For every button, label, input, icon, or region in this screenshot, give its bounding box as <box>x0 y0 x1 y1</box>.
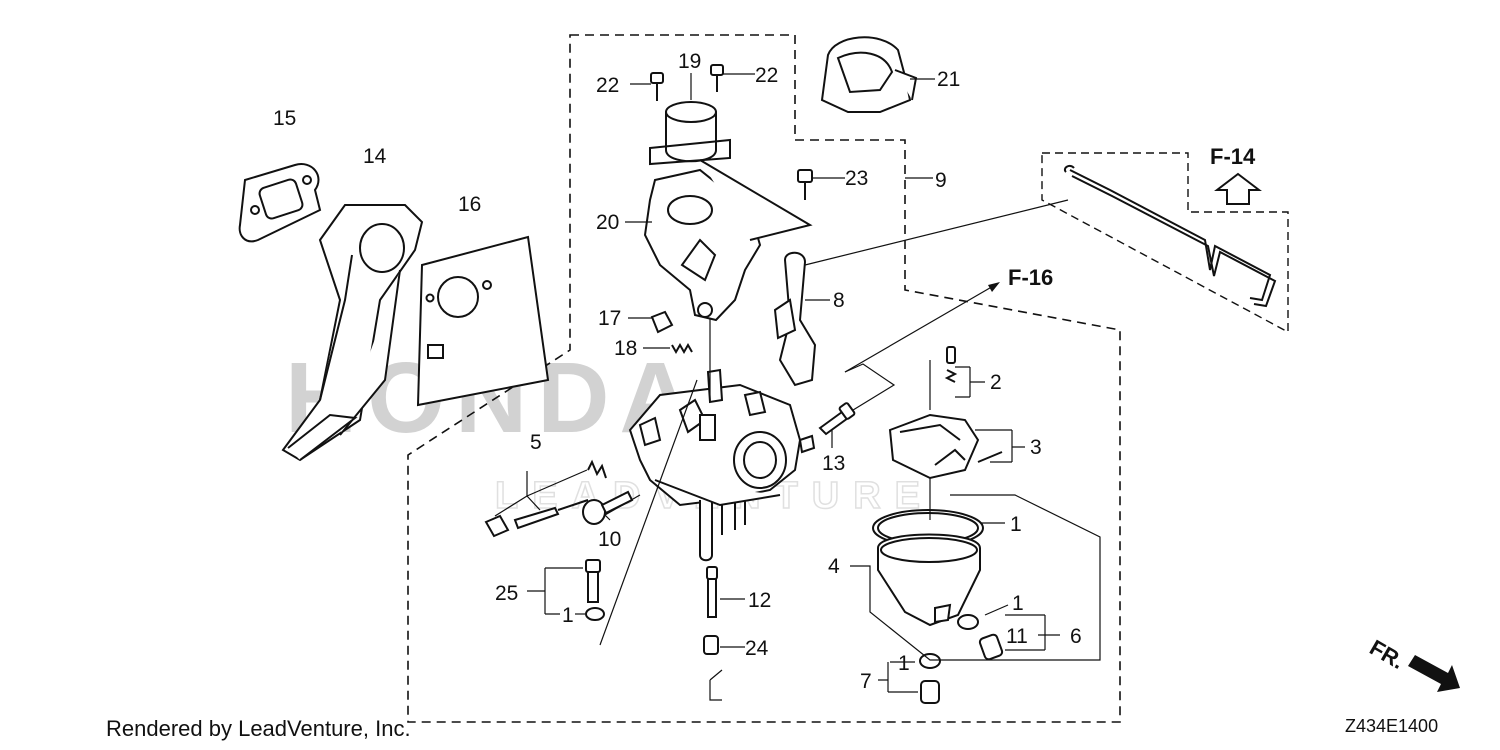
f14-dashed-box <box>1041 152 1289 334</box>
slow-jet-24 <box>703 635 719 655</box>
cover-21 <box>820 36 918 113</box>
f16-reference-label[interactable]: F-16 <box>1008 265 1053 290</box>
front-direction-marker: FR. <box>1366 635 1460 692</box>
callout-16[interactable]: 16 <box>458 193 481 216</box>
callout-1-bowl[interactable]: 1 <box>1012 592 1024 615</box>
callout-19[interactable]: 19 <box>678 50 701 73</box>
callout-12[interactable]: 12 <box>748 589 771 612</box>
main-jet-25 <box>585 559 601 603</box>
callout-21[interactable]: 21 <box>937 68 960 91</box>
screw-22-right <box>710 64 724 92</box>
callout-2[interactable]: 2 <box>990 371 1002 394</box>
leader-lines <box>494 73 1101 701</box>
callout-13[interactable]: 13 <box>822 452 845 475</box>
callout-15[interactable]: 15 <box>273 107 296 130</box>
callout-3[interactable]: 3 <box>1030 436 1042 459</box>
callout-17[interactable]: 17 <box>598 307 621 330</box>
screw-22-left <box>650 72 664 101</box>
up-arrow-icon <box>1214 172 1262 205</box>
front-arrow-icon <box>1408 655 1460 692</box>
callout-22-left[interactable]: 22 <box>596 74 619 97</box>
choke-bracket-20 <box>643 159 813 322</box>
float-3 <box>888 413 1003 480</box>
callout-9[interactable]: 9 <box>935 169 947 192</box>
callout-22-right[interactable]: 22 <box>755 64 778 87</box>
f14-reference-label[interactable]: F-14 <box>1210 144 1256 169</box>
callout-4[interactable]: 4 <box>828 555 840 578</box>
emulsion-tube-12 <box>706 566 718 618</box>
callout-6[interactable]: 6 <box>1070 625 1082 648</box>
diagram-code: Z434E1400 <box>1345 716 1439 736</box>
callout-24[interactable]: 24 <box>745 637 769 660</box>
spring-18 <box>671 342 693 355</box>
front-label: FR. <box>1366 635 1409 674</box>
gasket-16 <box>416 235 550 407</box>
air-cap-19 <box>649 101 731 166</box>
callout-8[interactable]: 8 <box>833 289 845 312</box>
washer-1-left <box>585 607 605 621</box>
f16-reference-group: F-16 <box>839 265 1053 419</box>
insulator-bracket-14 <box>281 204 424 462</box>
carburetor-body <box>628 368 816 562</box>
callout-18[interactable]: 18 <box>614 337 637 360</box>
gasket-15 <box>238 163 322 243</box>
callout-14[interactable]: 14 <box>363 145 387 168</box>
callout-1-gasket[interactable]: 1 <box>1010 513 1022 536</box>
callout-1-bolt[interactable]: 1 <box>898 652 910 675</box>
leader-line <box>804 199 1069 266</box>
callout-labels: 22 19 22 21 15 14 16 23 9 20 8 17 18 2 3… <box>273 50 1082 693</box>
choke-lever-8 <box>773 251 817 387</box>
callout-10[interactable]: 10 <box>598 528 621 551</box>
callout-23[interactable]: 23 <box>845 167 868 190</box>
float-bowl-4 <box>877 533 981 627</box>
drain-plug-6 <box>978 633 1004 661</box>
f14-reference-group: F-14 <box>804 144 1289 334</box>
callout-11[interactable]: 11 <box>1006 625 1028 648</box>
float-needle-2 <box>944 346 958 383</box>
governor-rod-part <box>1064 164 1277 308</box>
bolt-13 <box>818 402 856 436</box>
callout-25[interactable]: 25 <box>495 582 518 605</box>
callout-7[interactable]: 7 <box>860 670 872 693</box>
pilot-screw-5 <box>484 459 607 538</box>
drain-bolt-7 <box>919 653 941 704</box>
callout-5[interactable]: 5 <box>530 431 542 454</box>
callout-20[interactable]: 20 <box>596 211 619 234</box>
clip-17 <box>650 310 674 334</box>
washer-1-bowl-right <box>957 614 979 630</box>
screw-23 <box>797 169 813 200</box>
rendered-by-credit: Rendered by LeadVenture, Inc. <box>106 716 411 741</box>
callout-1-left[interactable]: 1 <box>562 604 574 627</box>
